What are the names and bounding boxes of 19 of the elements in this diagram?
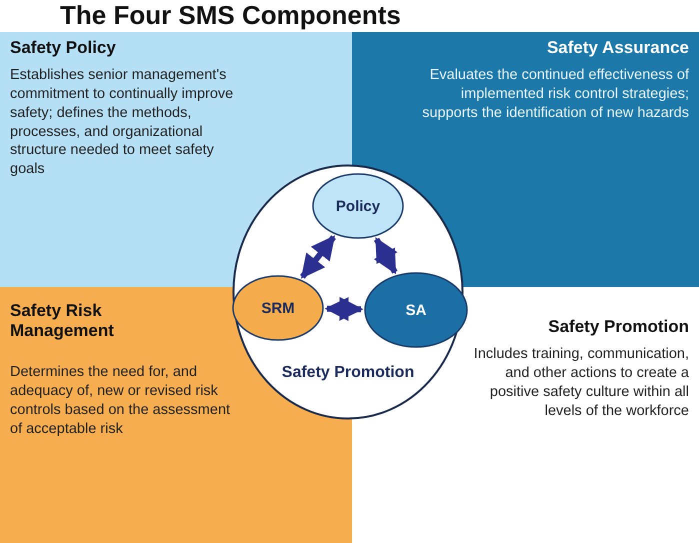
title: The Four SMS Components — [60, 0, 401, 31]
ellipse-label: Policy — [336, 198, 380, 214]
double-headed-arrow — [374, 237, 398, 274]
panel-description: Determines the need for, and adequacy of, new or revised risk controls based on the assessment of acceptable risk — [10, 363, 232, 438]
circle-label: Safety Promotion — [280, 364, 416, 382]
double-headed-arrow — [324, 296, 364, 322]
panel-description: Includes training, communication, and other actions to create a positive safety culture within all levels of the workforce — [472, 345, 689, 420]
panel-heading: Safety Promotion — [547, 317, 689, 337]
component-ellipse — [232, 275, 324, 341]
panel-description: Evaluates the continued effectiveness of implemented risk control strategies; supports the identification of new hazards — [421, 66, 689, 123]
component-ellipse — [364, 272, 468, 348]
panel-heading: Safety Risk Management — [10, 301, 115, 341]
panel-description: Establishes senior management's commitment to continually improve safety; defines the methods, processes, and organizational structure needed to meet safety goals — [10, 66, 234, 180]
component-ellipse — [312, 173, 404, 239]
panel-heading: Safety Policy — [10, 38, 117, 58]
double-headed-arrow — [300, 235, 336, 279]
panel-heading: Safety Assurance — [546, 38, 689, 58]
ellipse-label: SA — [406, 302, 426, 318]
ellipse-label: SRM — [261, 300, 295, 316]
